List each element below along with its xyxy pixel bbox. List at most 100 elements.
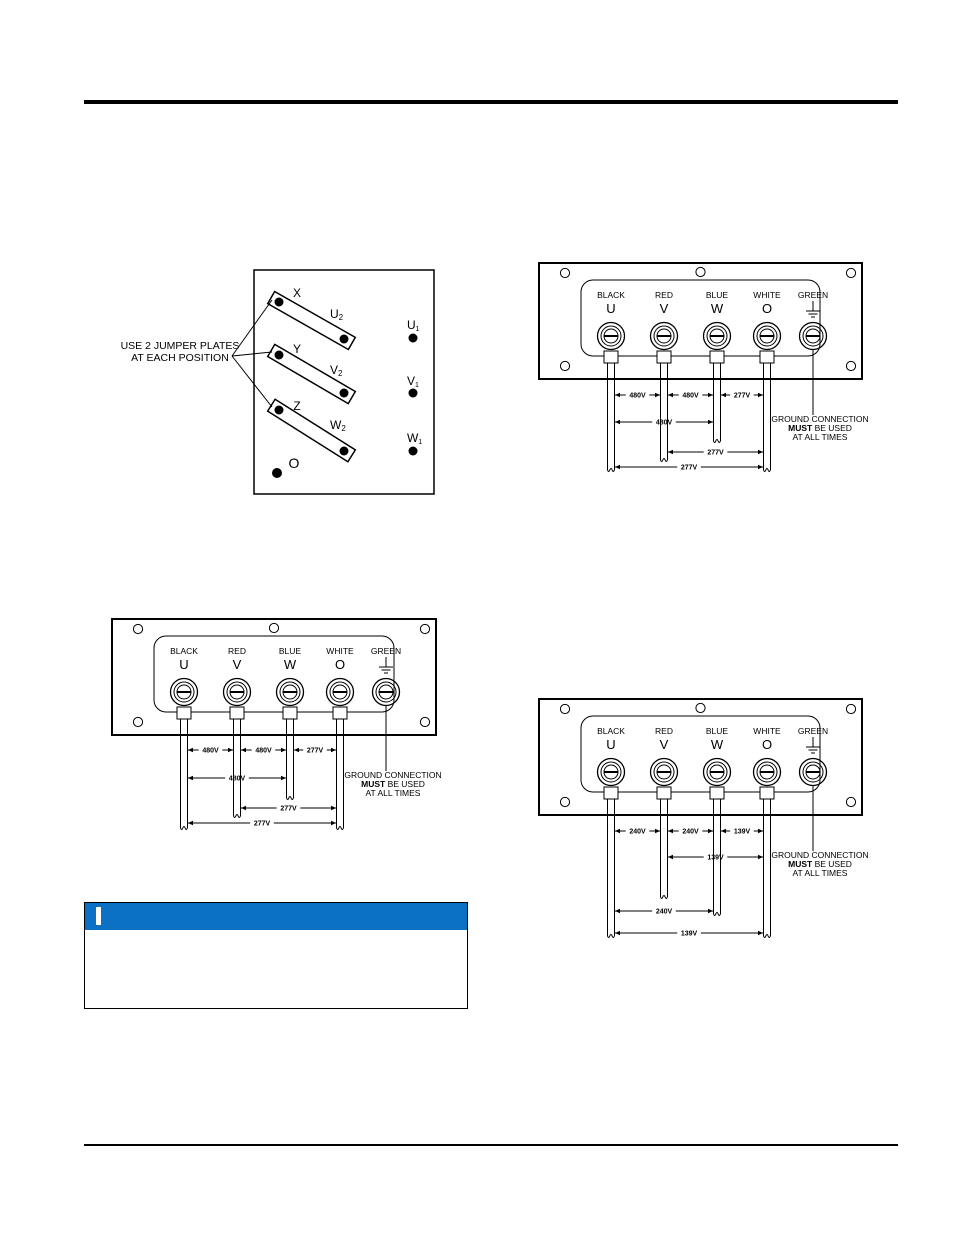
voltage-label: 480V (229, 776, 246, 783)
voltage-label: 480V (682, 393, 699, 400)
terminal-letter: U (606, 301, 615, 316)
wire-end (763, 468, 771, 472)
lug-ring (279, 681, 301, 703)
plate-outline (266, 398, 357, 463)
lug-ring (756, 325, 778, 347)
terminal-color-label: BLACK (170, 646, 198, 656)
voltage-label: 277V (734, 393, 751, 400)
mounting-hole (132, 623, 144, 635)
board-frame (538, 262, 863, 380)
plate-top-label: X (293, 286, 301, 300)
arrowhead (294, 747, 299, 753)
arrowhead (615, 828, 620, 834)
ground-note-line1: GROUND CONNECTION (344, 770, 441, 780)
terminal-color-label: WHITE (753, 290, 781, 300)
arrowhead (721, 392, 726, 398)
terminal-label: W1 (407, 431, 422, 446)
note-box (84, 902, 468, 1009)
lug-ring (375, 681, 397, 703)
plate-top-label: Z (293, 399, 300, 413)
arrowhead (331, 747, 336, 753)
mounting-hole (695, 266, 706, 278)
mounting-hole (559, 267, 571, 279)
lug-ring (600, 325, 622, 347)
voltage-label: 277V (681, 465, 698, 472)
stud-dot (339, 446, 349, 456)
plate-bottom-label: U2 (330, 307, 344, 322)
mounting-hole (268, 622, 280, 634)
jumper-plate-x: X U2 (266, 286, 357, 351)
terminal-letter: U (179, 657, 188, 672)
ground-note-line1: GROUND CONNECTION (771, 414, 868, 424)
note-icon (96, 907, 101, 925)
stud-dot (339, 388, 349, 398)
terminal-letter: W (284, 657, 297, 672)
wire-sleeve (229, 706, 245, 720)
terminal-color-label: RED (228, 646, 246, 656)
wire-sleeve (759, 350, 775, 364)
terminal-dot (408, 388, 418, 398)
board-frame (111, 618, 437, 736)
terminal-lug-W (702, 321, 732, 364)
callout-leader (231, 299, 273, 357)
terminal-letter: V (233, 657, 242, 672)
voltage-label: 240V (629, 829, 646, 836)
arrowhead (188, 820, 193, 826)
arrowhead (668, 828, 673, 834)
arrowhead (188, 747, 193, 753)
mounting-hole (695, 702, 706, 714)
voltage-label: 240V (656, 909, 673, 916)
terminal-color-label: BLUE (706, 290, 729, 300)
terminal-dot (408, 333, 418, 343)
arrowhead (615, 464, 620, 470)
plate-outline (266, 343, 357, 405)
arrowhead (721, 828, 726, 834)
wire-sleeve (603, 350, 619, 364)
ground-note-line3: AT ALL TIMES (793, 432, 848, 442)
plate-bottom-label: W2 (330, 418, 346, 433)
ground-note-line2: MUST BE USED (788, 859, 852, 869)
voltage-label: 480V (202, 748, 219, 755)
lug-ring (706, 325, 728, 347)
terminal-lug-V (222, 677, 252, 720)
stud-dot (339, 334, 349, 344)
wire-sleeve (759, 786, 775, 800)
voltage-label: 277V (707, 450, 724, 457)
terminal-letter: V (660, 737, 669, 752)
arrowhead (708, 908, 713, 914)
terminal-letter: O (335, 657, 345, 672)
terminal-label: U1 (407, 318, 420, 333)
lug-outer (596, 757, 626, 787)
terminal-color-label: GREEN (798, 290, 828, 300)
voltage-label: 139V (681, 931, 698, 938)
lug-outer (275, 677, 305, 707)
arrowhead (615, 930, 620, 936)
ground-note-line2: MUST BE USED (788, 423, 852, 433)
voltage-label: 139V (734, 829, 751, 836)
terminal-color-label: GREEN (798, 726, 828, 736)
lug-outer (596, 321, 626, 351)
stud-dot (274, 405, 284, 415)
terminal-lug-V (649, 321, 679, 364)
stud-dot (274, 350, 284, 360)
terminal-letter: O (762, 737, 772, 752)
arrowhead (708, 392, 713, 398)
stud-dot (274, 297, 284, 307)
terminal-lug-O (752, 321, 782, 364)
arrowhead (758, 449, 763, 455)
arrowhead (758, 392, 763, 398)
voltage-label: 480V (255, 748, 272, 755)
arrowhead (758, 828, 763, 834)
jumper-plate-z: Z W2 (266, 398, 357, 463)
lug-ring (802, 761, 824, 783)
wire-sleeve (332, 706, 348, 720)
wire-end (336, 826, 344, 830)
callout-leader (231, 355, 273, 408)
mounting-hole (559, 360, 571, 372)
mounting-hole (419, 716, 431, 728)
terminal-lug-U (596, 321, 626, 364)
wire-sleeve (282, 706, 298, 720)
